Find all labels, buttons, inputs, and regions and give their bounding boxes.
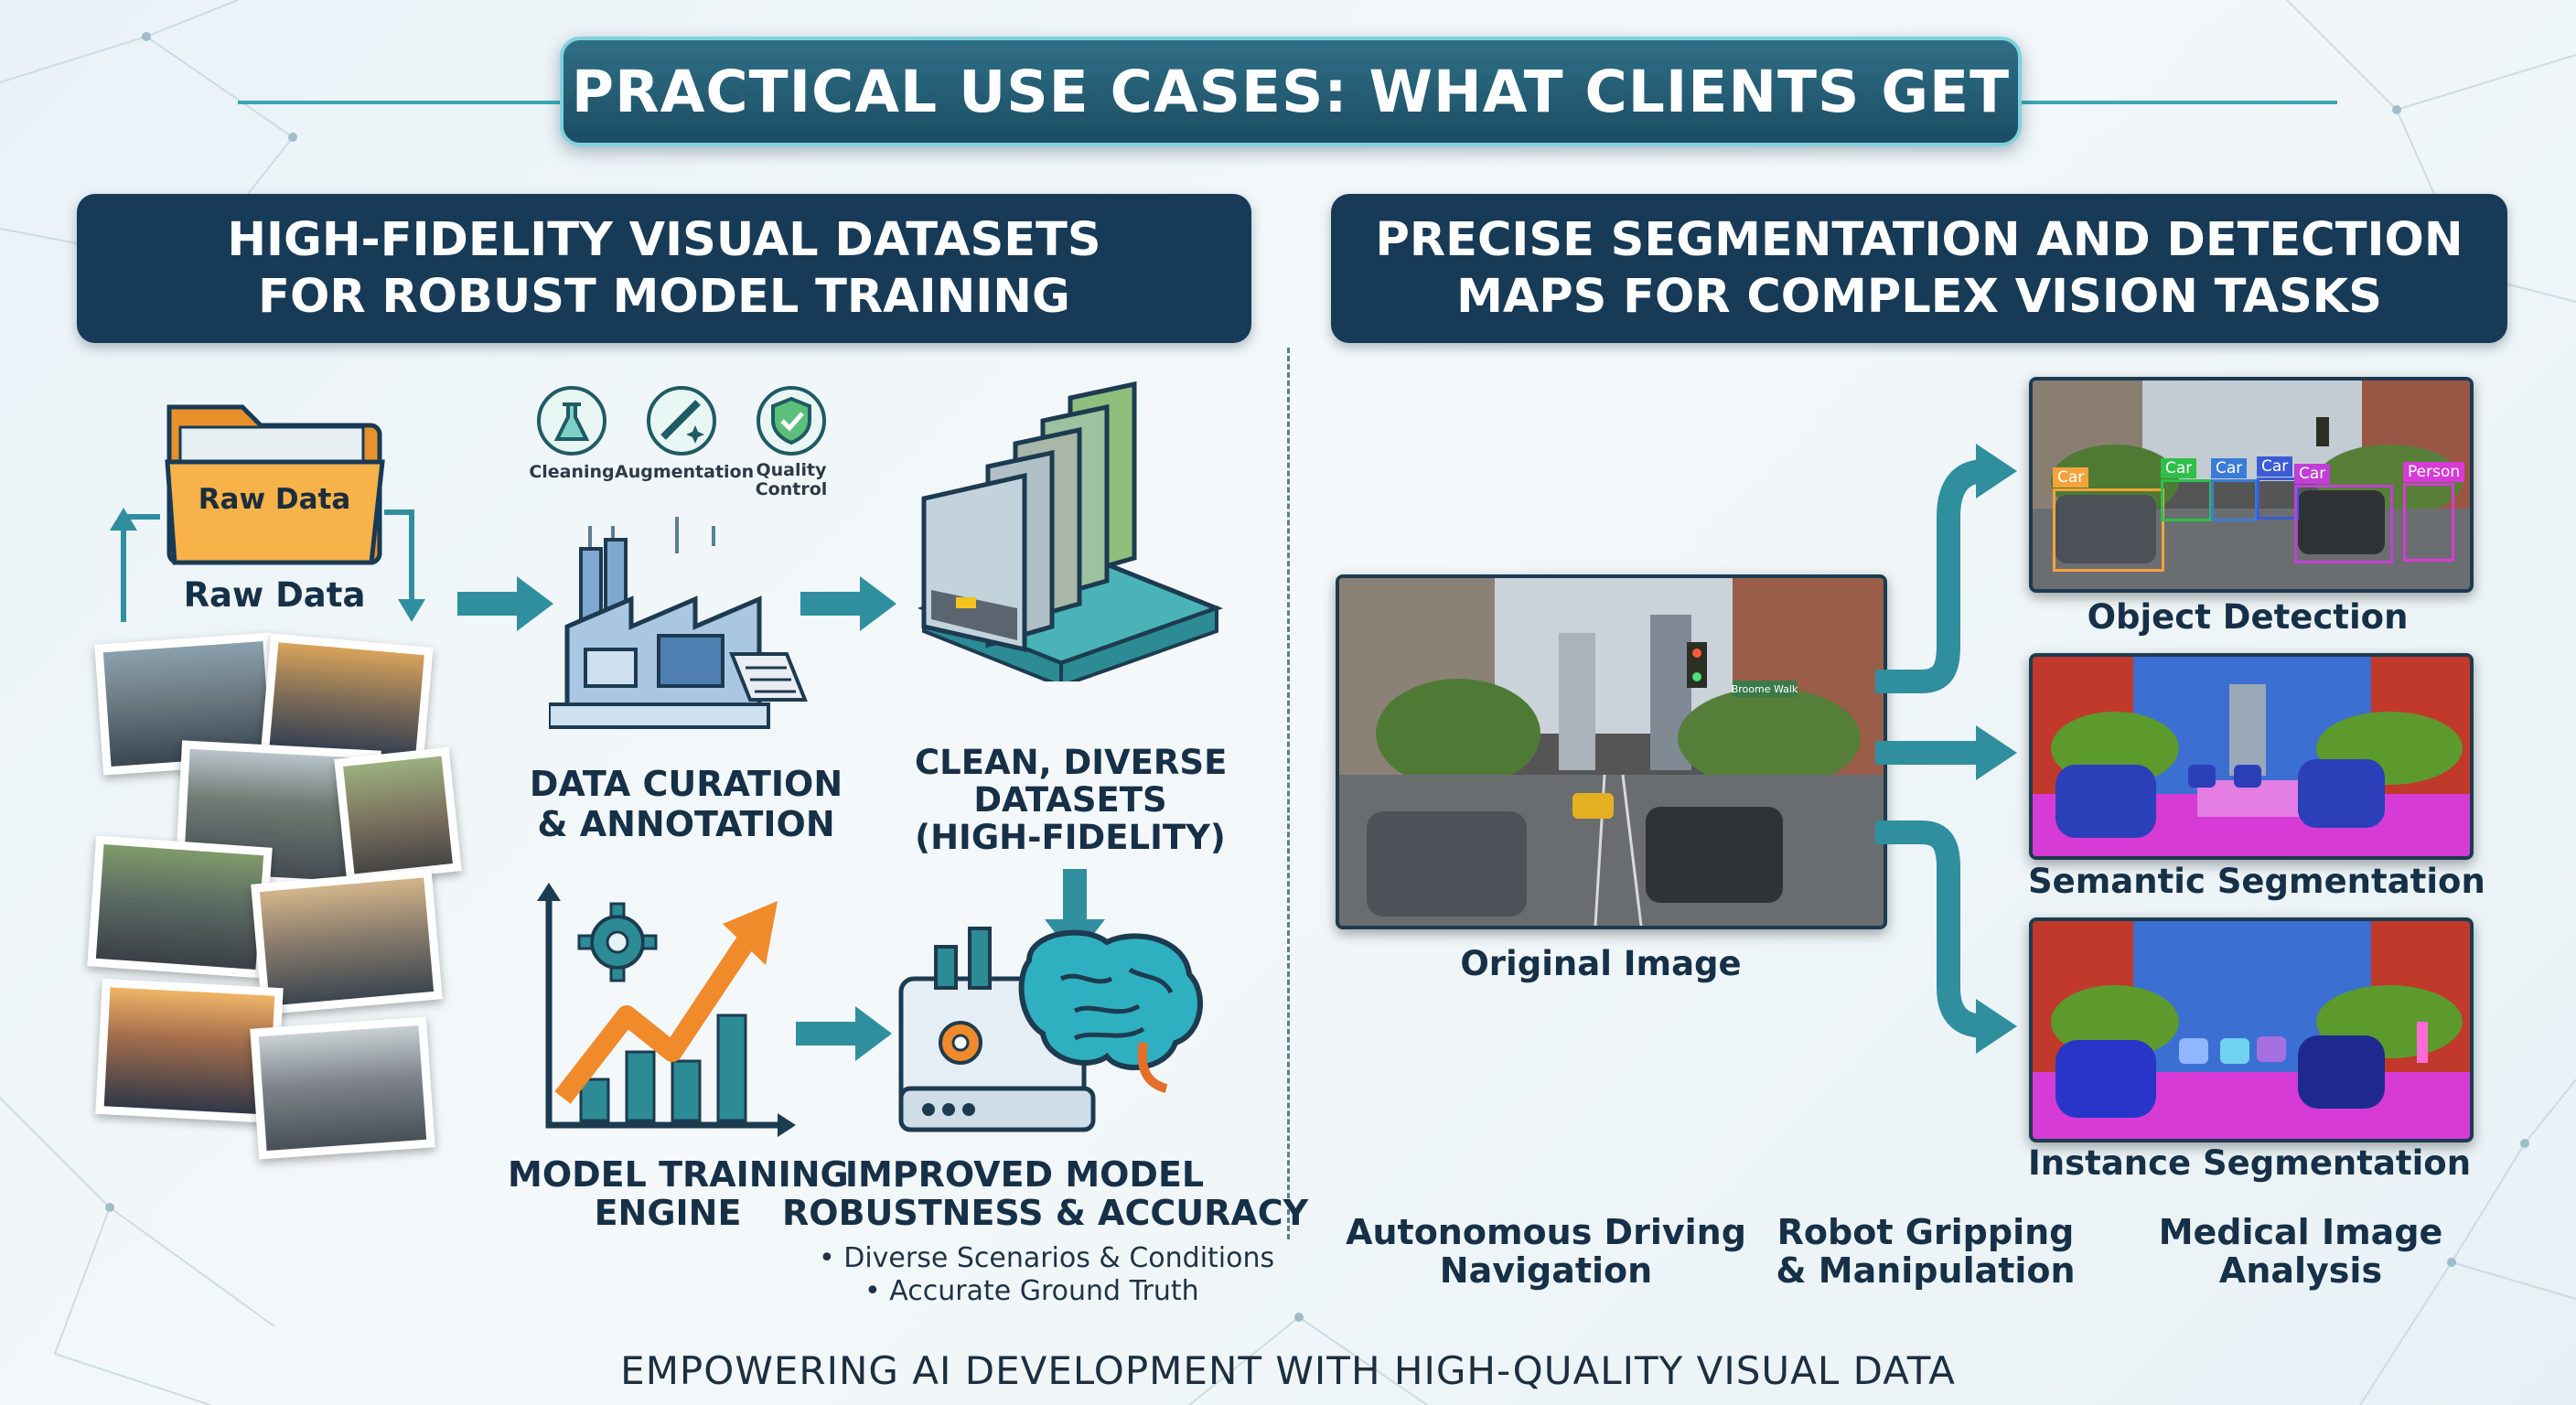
right-heading-line2: MAPS FOR COMPLEX VISION TASKS — [1456, 269, 2382, 324]
raw-photo-4 — [334, 746, 462, 884]
object-detection-image: Car Car Car Car Car Person — [2029, 377, 2474, 593]
curation-label-2: & ANNOTATION — [537, 804, 835, 844]
improved-label-1: IMPROVED MODEL — [844, 1154, 1205, 1195]
original-image-caption: Original Image — [1460, 944, 1742, 983]
bbox-label-person: Person — [2403, 462, 2465, 482]
raw-data-folder-icon — [165, 404, 385, 565]
tool-cleaning-label: Cleaning — [529, 462, 615, 482]
training-label-2: ENGINE — [594, 1193, 742, 1233]
left-panel-heading: HIGH-FIDELITY VISUAL DATASETS FOR ROBUST… — [77, 194, 1251, 343]
bbox-person: Person — [2403, 462, 2465, 562]
panel-divider — [1287, 348, 1290, 1239]
raw-data-cycle-arrows — [110, 508, 425, 622]
app-medical-image-1: Medical Image — [2158, 1212, 2443, 1252]
bbox-car-2: Car — [2161, 458, 2212, 521]
bbox-label-car-1: Car — [2053, 467, 2089, 488]
arrow-raw-to-curation — [457, 576, 553, 631]
left-heading-line2: FOR ROBUST MODEL TRAINING — [258, 269, 1070, 324]
app-robot-gripping-2: & Manipulation — [1776, 1250, 2076, 1291]
bbox-car-3: Car — [2211, 458, 2258, 521]
factory-icon — [549, 517, 808, 729]
bbox-car-5: Car — [2294, 464, 2393, 563]
left-heading-line1: HIGH-FIDELITY VISUAL DATASETS — [227, 212, 1101, 267]
arrow-curation-to-datasets — [800, 576, 896, 631]
bullet-diverse-scenarios: • Diverse Scenarios & Conditions — [819, 1242, 1275, 1274]
app-medical-image-2: Analysis — [2218, 1250, 2383, 1291]
bbox-label-car-2: Car — [2161, 458, 2197, 478]
app-autonomous-driving-2: Navigation — [1439, 1250, 1653, 1291]
object-detection-caption: Object Detection — [2087, 597, 2409, 637]
branch-arrows — [1875, 444, 2017, 1054]
raw-photo-8 — [250, 1016, 435, 1160]
instance-segmentation-caption: Instance Segmentation — [2028, 1143, 2472, 1183]
datasets-label-3: (HIGH-FIDELITY) — [915, 818, 1226, 857]
page-title: PRACTICAL USE CASES: WHAT CLIENTS GET — [571, 58, 2011, 125]
street-sign-text: Broome Walk — [1732, 683, 1798, 695]
arrow-training-to-improved — [796, 1006, 892, 1061]
title-left-line — [238, 101, 563, 104]
right-panel-heading: PRECISE SEGMENTATION AND DETECTION MAPS … — [1331, 194, 2507, 343]
app-robot-gripping-1: Robot Gripping — [1776, 1212, 2075, 1252]
model-training-chart-icon — [537, 883, 796, 1137]
title-right-line — [2012, 101, 2337, 104]
tool-quality-label-1: Quality — [756, 460, 827, 480]
improved-label-2: ROBUSTNESS & ACCURACY — [782, 1193, 1309, 1233]
augmentation-icon — [647, 386, 716, 456]
footer-tagline: EMPOWERING AI DEVELOPMENT WITH HIGH-QUAL… — [620, 1348, 1956, 1393]
bullet-ground-truth: • Accurate Ground Truth — [864, 1275, 1199, 1307]
bbox-car-4: Car — [2257, 456, 2299, 520]
datasets-stack-icon — [917, 381, 1224, 681]
instance-segmentation-image — [2029, 917, 2474, 1142]
brain-machine-icon — [898, 927, 1203, 1132]
raw-photo-5 — [87, 835, 273, 979]
datasets-label-2: DATASETS — [973, 780, 1167, 820]
original-street-image: Broome Walk — [1336, 574, 1887, 929]
quality-control-icon — [757, 386, 826, 456]
tool-augmentation-label: Augmentation — [615, 462, 755, 482]
app-autonomous-driving-1: Autonomous Driving — [1346, 1212, 1746, 1252]
bbox-label-car-4: Car — [2257, 456, 2293, 477]
folder-label: Raw Data — [198, 483, 351, 516]
bbox-car-1: Car — [2053, 467, 2164, 572]
bbox-label-car-5: Car — [2294, 464, 2331, 484]
cleaning-icon — [537, 386, 606, 456]
title-banner: PRACTICAL USE CASES: WHAT CLIENTS GET — [560, 37, 2022, 146]
curation-label-1: DATA CURATION — [529, 764, 843, 804]
training-label-1: MODEL TRAINING — [508, 1154, 849, 1195]
datasets-label-1: CLEAN, DIVERSE — [915, 743, 1228, 782]
semantic-segmentation-image — [2029, 653, 2474, 860]
tool-quality-label-2: Control — [755, 479, 828, 499]
bbox-label-car-3: Car — [2211, 458, 2248, 478]
raw-data-caption: Raw Data — [183, 575, 366, 615]
semantic-segmentation-caption: Semantic Segmentation — [2028, 862, 2485, 901]
right-heading-line1: PRECISE SEGMENTATION AND DETECTION — [1375, 212, 2463, 267]
